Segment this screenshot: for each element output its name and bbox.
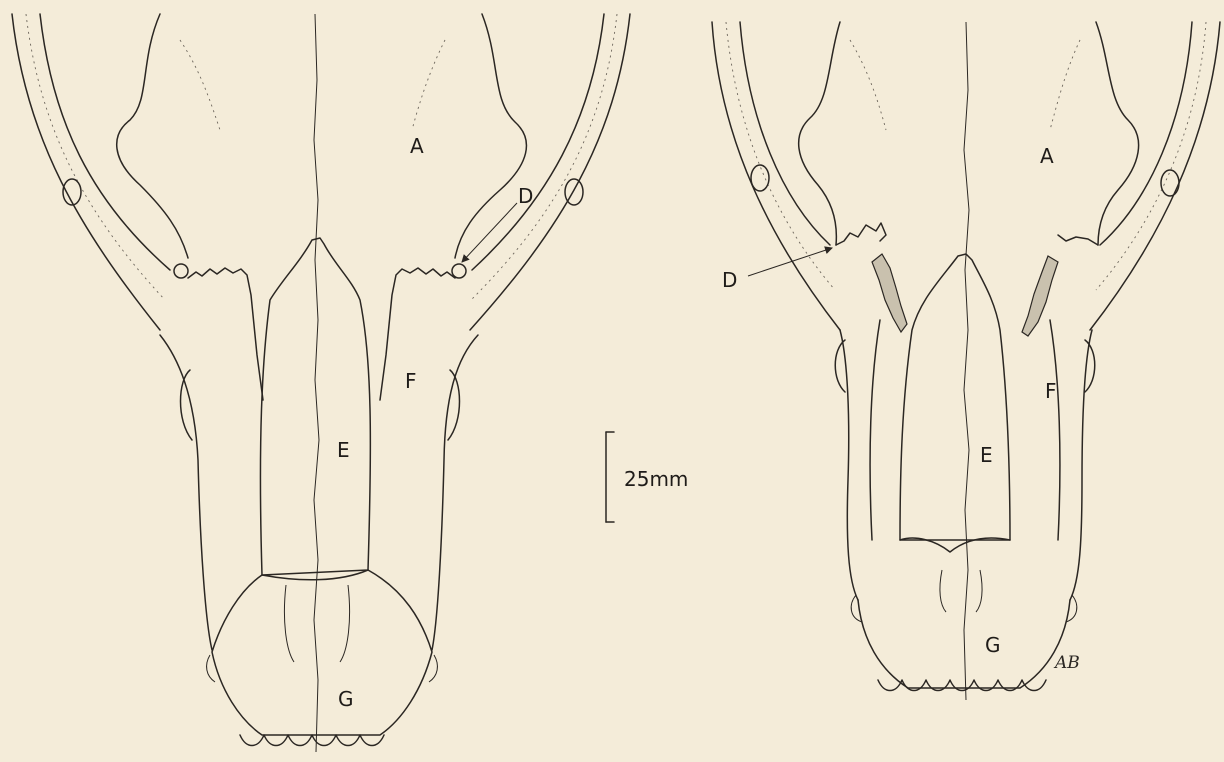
left-frontal-suture — [188, 268, 263, 400]
left-teeth — [240, 735, 384, 746]
artist-signature: AB — [1053, 653, 1080, 673]
right-horn-base-oval-right — [1161, 170, 1179, 196]
left-cheek-right — [432, 335, 478, 650]
right-horn-outer-right — [1090, 22, 1220, 330]
left-label-e: E — [337, 438, 350, 462]
left-foramen-left — [174, 264, 188, 278]
left-label-d: D — [518, 184, 533, 208]
right-label-d: D — [722, 268, 737, 292]
right-fracture-right — [1022, 256, 1058, 336]
right-label-a: A — [1040, 144, 1054, 168]
left-horn-base-oval-right — [565, 179, 583, 205]
right-label-e: E — [980, 443, 993, 467]
left-horn-inner-left — [40, 14, 170, 270]
right-orbit-left — [799, 22, 840, 245]
left-foramen-right — [452, 264, 466, 278]
left-orbit-left — [117, 14, 188, 258]
right-horn-base-oval-left — [751, 165, 769, 191]
right-horn-inner-left — [740, 22, 830, 245]
left-label-g: G — [338, 687, 354, 711]
left-snout — [212, 570, 432, 735]
right-nasal-bone — [900, 254, 1010, 540]
right-label-g: G — [985, 633, 1001, 657]
right-horn-inner-right — [1100, 22, 1192, 245]
right-orbit-right — [1096, 22, 1139, 245]
right-skull-drawing: A D E F G AB — [712, 22, 1220, 700]
scale-bar-label: 25mm — [624, 467, 688, 491]
left-orbit-right — [455, 14, 526, 258]
right-cheek-right — [1070, 330, 1092, 600]
left-midline-suture — [314, 14, 319, 752]
right-cheek-left — [840, 330, 858, 600]
right-midline-suture — [964, 22, 969, 700]
left-label-f: F — [405, 369, 417, 393]
left-skull-drawing: A D E F G — [12, 14, 630, 752]
right-pointer-d — [748, 248, 832, 276]
left-cheek-left — [160, 335, 212, 650]
right-label-f: F — [1045, 379, 1057, 403]
right-fracture-left — [872, 254, 907, 332]
left-label-a: A — [410, 134, 424, 158]
scale-bar: 25mm — [606, 432, 688, 522]
